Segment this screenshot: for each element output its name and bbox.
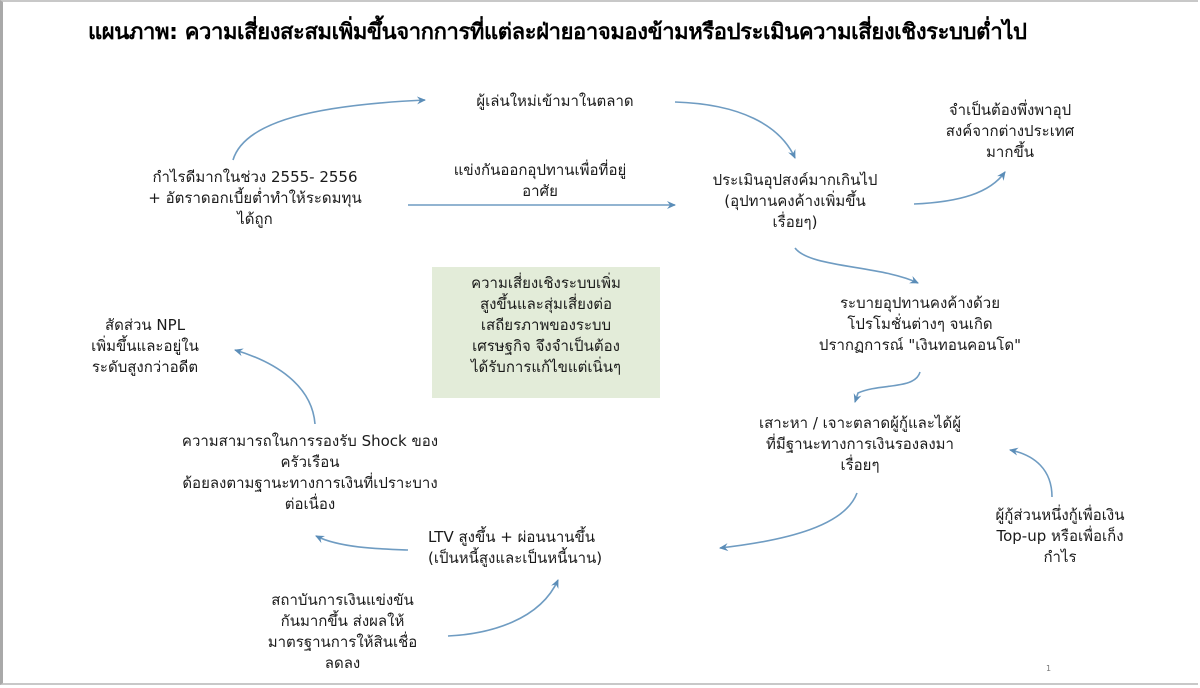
- node-npl: สัดส่วน NPL เพิ่มขึ้นและอยู่ใน ระดับสูงก…: [91, 316, 199, 376]
- arrow-seek-to-ltv: [719, 492, 858, 552]
- arrow-profit-to-newplayers: [232, 96, 426, 161]
- arrow-ltv-to-shock: [315, 535, 409, 551]
- node-new-players: ผู้เล่นใหม่เข้ามาในตลาด: [476, 92, 634, 110]
- node-shock: ความสามารถในการรองรับ Shock ของ ครัวเรือ…: [181, 432, 439, 513]
- node-overestimate: ประเมินอุปสงค์มากเกินไป (อุปทานคงค้างเพิ…: [712, 171, 878, 231]
- node-fi-compete: สถาบันการเงินแข่งขัน กันมากขึ้น ส่งผลให้…: [267, 591, 418, 672]
- arrow-topup-to-seek: [1009, 447, 1053, 498]
- diagram-title: แผนภาพ: ความเสี่ยงสะสมเพิ่มขึ้นจากการที่…: [88, 20, 1027, 45]
- arrow-newplayers-to-overestimate: [674, 101, 796, 159]
- node-ltv: LTV สูงขึ้น + ผ่อนนานขึ้น (เป็นหนี้สูงแล…: [428, 528, 603, 567]
- arrow-ficompete-to-ltv: [447, 579, 559, 637]
- arrow-overestimate-to-foreign: [913, 171, 1006, 205]
- arrow-promo-to-seek: [853, 371, 921, 403]
- center-risk-box: ความเสี่ยงเชิงระบบเพิ่ม สูงขึ้นและสุ่มเส…: [432, 267, 660, 398]
- node-promo: ระบายอุปทานคงค้างด้วย โปรโมชั่นต่างๆ จนเ…: [818, 294, 1022, 354]
- page-number: 1: [1046, 664, 1052, 673]
- arrow-overestimate-to-promo: [794, 247, 919, 284]
- node-compete-supply: แข่งกันออกอุปทานเพื่อที่อยู่ อาศัย: [453, 161, 627, 200]
- arrow-shock-to-npl: [234, 348, 316, 425]
- node-profit: กำไรดีมากในช่วง 2555- 2556 + อัตราดอกเบี…: [148, 168, 362, 228]
- node-topup: ผู้กู้ส่วนหนึ่งกู้เพื่อเงิน Top-up หรือเ…: [995, 506, 1125, 566]
- node-foreign-demand: จำเป็นต้องพึ่งพาอุป สงค์จากต่างประเทศ มา…: [945, 101, 1075, 161]
- node-seek-borrowers: เสาะหา / เจาะตลาดผู้กู้และได้ผู้ ที่มีฐา…: [758, 414, 962, 474]
